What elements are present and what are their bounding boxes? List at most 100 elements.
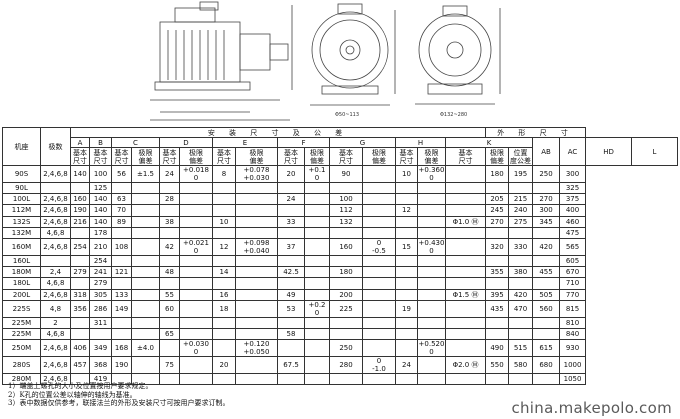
table-cell: 2,4,6,8	[40, 356, 71, 375]
table-cell: 112	[329, 204, 363, 217]
table-cell: 190	[111, 356, 132, 375]
table-cell: 58	[277, 327, 305, 341]
header-sub: 极限偏差	[485, 147, 510, 166]
table-cell: 20	[212, 356, 236, 375]
table-cell	[508, 181, 534, 195]
table-cell: 160M	[2, 237, 41, 256]
table-cell	[417, 327, 446, 341]
header-row: 机座极数安 装 尺 寸 及 公 差外 形 尺 寸	[2, 127, 678, 166]
header-sub: 位置度公差	[508, 147, 534, 166]
table-cell: 2,4,6,8	[40, 204, 71, 217]
note-3: 3）表中数据仅供参考，联接法兰的外形及安装尺寸可按用户要求订制。	[8, 399, 230, 407]
table-cell: 100L	[2, 193, 41, 206]
table-cell: 24	[395, 356, 418, 375]
table-cell: 580	[508, 356, 534, 375]
header-row: 基本尺寸基本尺寸基本尺寸极限偏差基本尺寸极限偏差基本尺寸极限偏差基本尺寸极限偏差…	[3, 147, 678, 166]
table-cell	[362, 339, 396, 358]
table-cell: 605	[559, 254, 587, 268]
table-cell	[235, 266, 278, 279]
table-cell: 250M	[2, 339, 41, 358]
table-cell: 225M	[2, 327, 41, 341]
table-cell	[417, 204, 446, 217]
header-letter: G	[329, 137, 396, 148]
table-cell: 14	[212, 266, 236, 279]
table-cell: 18	[212, 299, 236, 318]
table-cell: 0-1.0	[362, 356, 396, 375]
table-cell: 90L	[2, 181, 41, 195]
table-cell	[329, 277, 363, 290]
table-cell: 457	[70, 356, 90, 375]
table-cell	[235, 204, 278, 217]
table-cell	[304, 215, 330, 228]
table-cell: 406	[70, 339, 90, 358]
table-cell	[277, 339, 305, 358]
table-cell	[179, 181, 213, 195]
table-cell: 305	[89, 288, 112, 301]
table-cell	[304, 204, 330, 217]
table-cell: +0.120+0.050	[235, 339, 278, 358]
header-sub: 极限偏差	[235, 147, 278, 166]
table-cell: 2,4,6,8	[40, 373, 71, 386]
table-cell: 100	[329, 193, 363, 206]
table-cell: 615	[532, 339, 561, 358]
table-cell: 241	[89, 266, 112, 279]
table-cell: 1000	[559, 356, 587, 375]
table-cell	[111, 316, 132, 329]
header-poles: 极数	[40, 127, 71, 166]
table-cell	[395, 254, 418, 268]
header-letter: B	[89, 137, 112, 148]
table-cell: 400	[559, 204, 587, 217]
table-cell: 63	[111, 193, 132, 206]
table-cell: 12	[212, 237, 236, 256]
table-cell: 250	[532, 165, 561, 183]
table-cell	[179, 254, 213, 268]
table-cell: 356	[70, 299, 90, 318]
table-cell: 355	[485, 266, 510, 279]
table-cell: 10	[395, 165, 418, 183]
table-cell	[179, 316, 213, 329]
table-cell	[395, 277, 418, 290]
table-cell: 670	[559, 266, 587, 279]
pos-tol-cell: Φ1.5 Ⓜ	[444, 288, 487, 301]
table-cell: 710	[559, 277, 587, 290]
table-cell: 89	[111, 215, 132, 228]
table-cell	[179, 204, 213, 217]
note-2: 2）K孔的位置公差以轴伸的轴线为基准。	[8, 390, 137, 399]
pos-tol-cell	[444, 266, 487, 279]
table-cell: 320	[485, 237, 510, 256]
table-cell	[395, 193, 418, 206]
table-cell	[508, 373, 534, 386]
table-cell: 280S	[2, 356, 41, 375]
table-cell	[304, 316, 330, 329]
table-cell: 210	[89, 237, 112, 256]
table-cell	[532, 277, 561, 290]
table-cell: 419	[89, 373, 112, 386]
table-cell: 42.5	[277, 266, 305, 279]
header-sub: 极限偏差	[362, 147, 396, 166]
table-cell: 200	[329, 288, 363, 301]
table-cell: 37	[277, 237, 305, 256]
header-hd: HD	[585, 137, 633, 166]
table-cell	[508, 277, 534, 290]
table-cell	[329, 327, 363, 341]
table-cell: 53	[277, 299, 305, 318]
table-cell: 48	[159, 266, 180, 279]
table-cell: 2,4,6,8	[40, 215, 71, 228]
table-cell	[212, 277, 236, 290]
table-cell: 565	[559, 237, 587, 256]
table-cell: 279	[70, 266, 90, 279]
pos-tol-cell	[444, 327, 487, 341]
header-letter: C	[111, 137, 160, 148]
table-cell	[395, 226, 418, 239]
table-cell: 140	[89, 204, 112, 217]
table-cell	[235, 193, 278, 206]
header-letter: D	[159, 137, 213, 148]
header-sub: 基本尺寸	[70, 147, 90, 166]
table-cell: 245	[485, 204, 510, 217]
table-cell: 311	[89, 316, 112, 329]
header-letter: F	[277, 137, 330, 148]
header-sub: 极限偏差	[179, 147, 213, 166]
